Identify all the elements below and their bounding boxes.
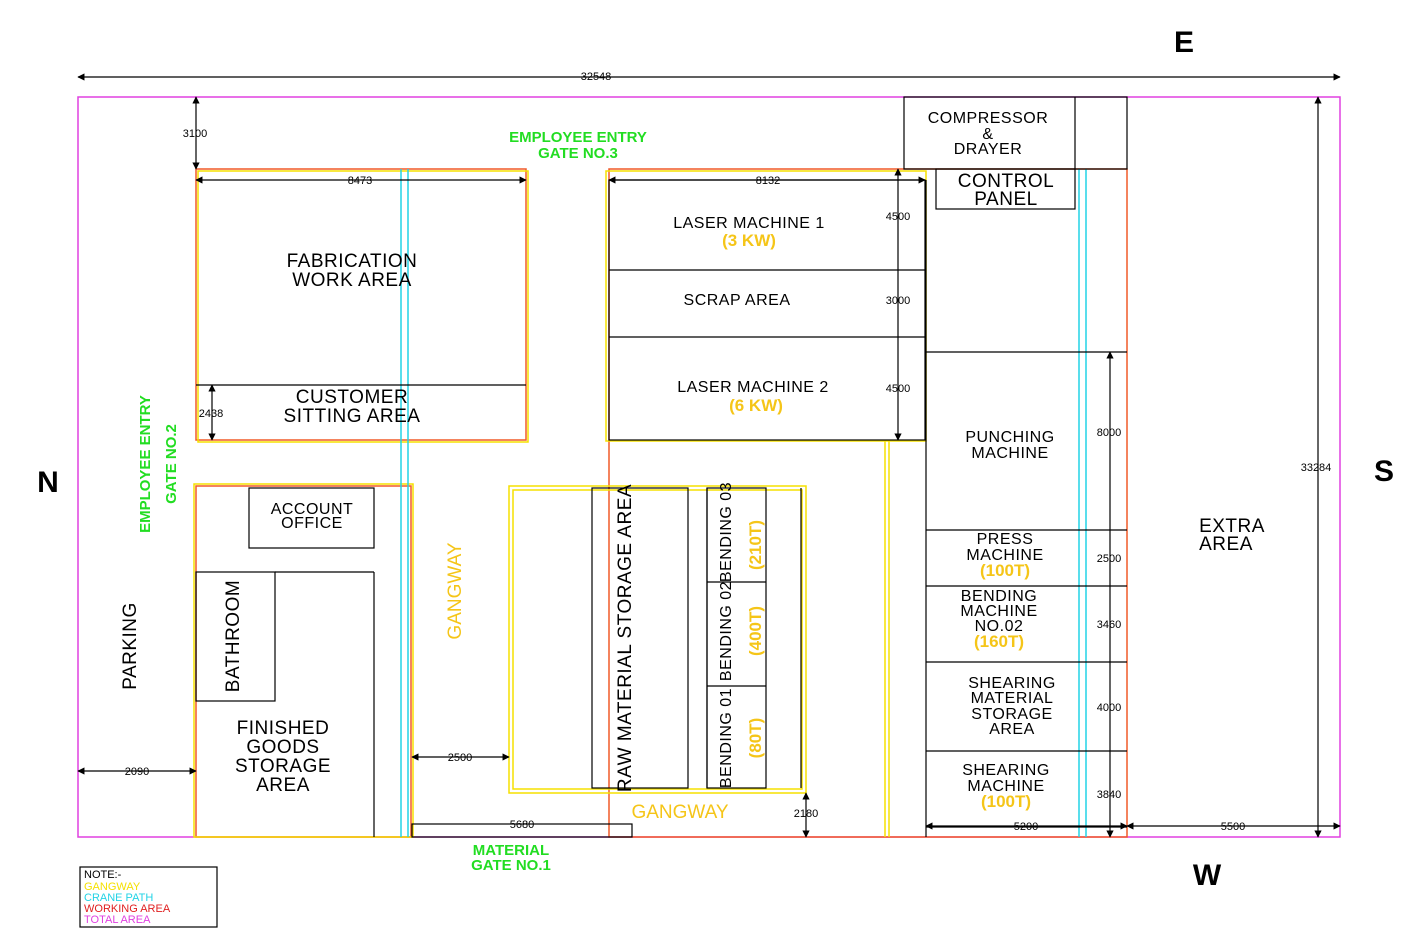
gangway-horizontal-label: GANGWAY xyxy=(631,802,728,823)
bending-m-label-2: MACHINE xyxy=(960,603,1037,620)
shear-store-label-4: AREA xyxy=(989,721,1035,738)
bending01-capacity: (80T) xyxy=(746,718,765,759)
compressor-label-2: & xyxy=(982,126,993,143)
compressor-label-3: DRAYER xyxy=(954,141,1023,158)
compressor-room xyxy=(903,96,1128,170)
legend-crane-path: CRANE PATH xyxy=(84,892,153,904)
parking-label: PARKING xyxy=(120,602,141,690)
bending02-label: BENDING 02 xyxy=(718,581,735,681)
bending03-label: BENDING 03 xyxy=(718,482,735,582)
scrap-label: SCRAP AREA xyxy=(684,292,791,309)
dim-label-laser2-h: 4500 xyxy=(886,383,910,395)
dim-label-shear-store-h: 4000 xyxy=(1097,702,1121,714)
shear-label-2: MACHINE xyxy=(967,778,1044,795)
shear-store-label-1: SHEARING xyxy=(968,675,1056,692)
finished-label-4: AREA xyxy=(256,775,310,796)
dim-label-punching-h: 8000 xyxy=(1097,427,1121,439)
dim-label-scrap-h: 3000 xyxy=(886,295,910,307)
shear-store-label-2: MATERIAL xyxy=(971,690,1054,707)
laser1-label: LASER MACHINE 1 xyxy=(673,215,825,232)
bending-m-label-3: NO.02 xyxy=(975,618,1024,635)
raw-material-box xyxy=(591,487,689,789)
gate3-line1: EMPLOYEE ENTRY xyxy=(509,129,647,146)
bending03-capacity: (210T) xyxy=(746,520,765,570)
fabrication-label-1: FABRICATION xyxy=(287,251,418,272)
gangway-outline-raw xyxy=(508,485,807,794)
gangway-outline-fab xyxy=(197,170,529,443)
raw-material-label: RAW MATERIAL STORAGE AREA xyxy=(615,484,636,792)
dim-label-total-height: 33284 xyxy=(1301,462,1332,474)
dim-label-parking: 2090 xyxy=(125,766,149,778)
direction-north: N xyxy=(37,466,59,499)
dim-label-extra-w: 5500 xyxy=(1221,821,1245,833)
finished-label-3: STORAGE xyxy=(235,756,331,777)
laser2-label: LASER MACHINE 2 xyxy=(677,379,829,396)
dim-label-fab-width: 8473 xyxy=(348,175,372,187)
account-label-2: OFFICE xyxy=(281,515,343,532)
dim-label-gangway-w: 2500 xyxy=(448,752,472,764)
customer-label-1: CUSTOMER xyxy=(296,387,408,408)
bending-m-label-1: BENDING xyxy=(961,588,1037,605)
direction-east: E xyxy=(1174,26,1194,59)
dim-label-total-width: 32548 xyxy=(581,71,612,83)
extra-label-1: EXTRA xyxy=(1199,516,1265,537)
bending-stack xyxy=(706,487,767,789)
legend-total-area: TOTAL AREA xyxy=(84,914,151,926)
bending02-capacity: (400T) xyxy=(746,606,765,656)
bathroom-box xyxy=(195,571,276,702)
finished-label-1: FINISHED xyxy=(237,718,330,739)
shear-capacity: (100T) xyxy=(981,792,1031,811)
dim-label-gangway-h: 2180 xyxy=(794,808,818,820)
direction-south: S xyxy=(1374,455,1394,488)
account-office-box xyxy=(248,487,375,549)
gate2-line2: GATE NO.2 xyxy=(163,424,180,504)
working-area-fabrication xyxy=(195,168,527,441)
finished-label-2: GOODS xyxy=(246,737,319,758)
laser1-power: (3 KW) xyxy=(722,231,776,250)
gangway-outline-finished xyxy=(193,483,414,838)
dim-label-laser-width: 8132 xyxy=(756,175,780,187)
gate3-line2: GATE NO.3 xyxy=(538,145,618,162)
punching-label-1: PUNCHING xyxy=(965,429,1054,446)
press-label-2: MACHINE xyxy=(966,547,1043,564)
dim-label-bending-m-h: 3460 xyxy=(1097,619,1121,631)
dim-label-top-gap: 3100 xyxy=(183,128,207,140)
press-label-1: PRESS xyxy=(977,531,1034,548)
control-label-2: PANEL xyxy=(974,189,1037,210)
control-panel-box xyxy=(935,168,1076,210)
gate1-line1: MATERIAL xyxy=(473,842,549,859)
gangway-vertical-label: GANGWAY xyxy=(445,542,466,639)
dim-label-bottom-5200: 5200 xyxy=(1014,821,1038,833)
legend-box xyxy=(79,866,218,928)
material-gate-bar xyxy=(411,823,633,838)
gangway-outline-raw-inner xyxy=(512,489,803,790)
shear-store-label-3: STORAGE xyxy=(971,706,1052,723)
laser2-power: (6 KW) xyxy=(729,396,783,415)
fabrication-label-2: WORK AREA xyxy=(292,270,412,291)
legend-gangway: GANGWAY xyxy=(84,881,141,893)
legend-working-area: WORKING AREA xyxy=(84,903,171,915)
dim-label-shear-h: 3840 xyxy=(1097,789,1121,801)
customer-label-2: SITTING AREA xyxy=(284,406,421,427)
shear-label-1: SHEARING xyxy=(962,762,1050,779)
direction-west: W xyxy=(1193,859,1222,892)
dim-label-customer-h: 2438 xyxy=(199,408,223,420)
dim-label-press-h: 2500 xyxy=(1097,553,1121,565)
control-label-1: CONTROL xyxy=(958,171,1054,192)
gate1-line2: GATE NO.1 xyxy=(471,857,551,874)
working-area-laser xyxy=(608,168,1128,838)
bending-m-capacity: (160T) xyxy=(974,632,1024,651)
bending01-label: BENDING 01 xyxy=(718,688,735,788)
account-label-1: ACCOUNT xyxy=(271,501,354,518)
bathroom-label: BATHROOM xyxy=(223,580,244,692)
dim-label-laser1-h: 4500 xyxy=(886,211,910,223)
punching-label-2: MACHINE xyxy=(971,445,1048,462)
legend-title: NOTE:- xyxy=(84,869,122,881)
extra-label-2: AREA xyxy=(1199,534,1253,555)
compressor-label-1: COMPRESSOR xyxy=(928,110,1049,127)
press-capacity: (100T) xyxy=(980,561,1030,580)
dim-label-bottom-5680: 5680 xyxy=(510,819,534,831)
gate2-line1: EMPLOYEE ENTRY xyxy=(137,395,154,533)
